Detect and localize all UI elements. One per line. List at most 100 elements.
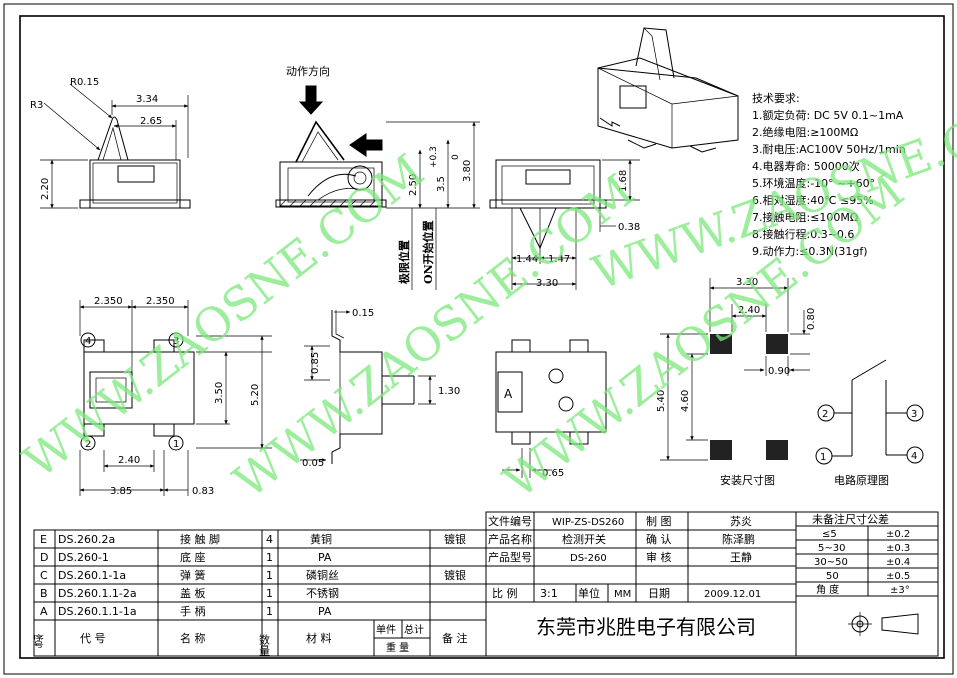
spec-item: 2.绝缘电阻:≥100MΩ — [752, 125, 858, 139]
company-name: 东莞市兆胜电子有限公司 — [536, 615, 756, 639]
part-material: 黄铜 — [310, 532, 332, 546]
outer-frame — [3, 3, 954, 675]
unit-value: MM — [614, 589, 631, 600]
pad — [766, 440, 788, 460]
body-mark-A: A — [504, 387, 513, 401]
tech-specs: 技术要求: 1.额定负荷: DC 5V 0.1~1mA 2.绝缘电阻:≥100M… — [752, 92, 906, 258]
part-material: 磷铜丝 — [306, 568, 339, 582]
front-view: 1.44 1.47 3.30 1.68 0.38 — [489, 159, 640, 290]
dim-015: 0.15 — [352, 308, 374, 319]
radius-015: R0.15 — [70, 77, 99, 88]
tolerance-value: ±0.4 — [886, 557, 910, 568]
part-code: DS.260.1.1-1a — [58, 605, 137, 618]
tolerance-value: ±0.5 — [886, 571, 910, 582]
limit-position-label: 极限位置 — [397, 240, 411, 284]
tolerance-range: 角 度 — [816, 583, 839, 596]
product-name-label: 产品名称 — [488, 532, 532, 546]
tolerance-range: 30~50 — [814, 557, 848, 568]
spec-item: 8.接触行程:0.3~0.6 — [752, 227, 854, 241]
dim-085: 0.85 — [310, 352, 321, 374]
projection-symbol-icon — [848, 612, 919, 636]
dim-038: 0.38 — [618, 222, 640, 233]
part-name: 盖 板 — [180, 586, 206, 600]
product-name: 检测开关 — [562, 532, 606, 546]
part-seq: A — [40, 605, 48, 618]
dim-220: 2.20 — [40, 178, 51, 200]
pin-3-label: 3 — [173, 336, 179, 347]
pad — [710, 440, 732, 460]
circuit-pin-4: 4 — [911, 451, 917, 462]
dim-080: 0.80 — [806, 308, 817, 330]
dim-330-front: 3.30 — [536, 278, 558, 289]
spec-item: 5.环境温度:-10° ~+60° — [752, 176, 875, 190]
dim-350: 3.50 — [214, 382, 225, 404]
dim-2350-right: 2.350 — [146, 296, 175, 307]
part-code: DS.260.2a — [58, 533, 115, 546]
action-view: 动作方向 2.50 — [275, 64, 480, 290]
tolerance-range: ≤5 — [822, 529, 837, 540]
doc-no-label: 文件编号 — [488, 514, 532, 528]
part-note: 镀银 — [444, 532, 466, 546]
dim-240-fp: 2.40 — [738, 305, 760, 316]
part-code: DS.260-1 — [58, 551, 109, 564]
specs-title: 技术要求: — [752, 92, 800, 105]
header-name: 名 称 — [180, 631, 206, 645]
dim-168: 1.68 — [618, 170, 629, 192]
tolerance-title: 未备注尺寸公差 — [812, 512, 889, 526]
dim-2350-left: 2.350 — [94, 296, 123, 307]
header-unit: 单件 — [376, 624, 396, 636]
watermark: WWW.ZAOSNE.COM — [224, 164, 644, 509]
model-value: DS-260 — [570, 553, 607, 564]
dim-005: 0.05 — [302, 458, 324, 469]
part-seq: C — [40, 569, 48, 582]
pin-2-label: 2 — [85, 439, 91, 450]
dim-065: 0.65 — [542, 468, 564, 479]
title-block: 文件编号 WIP-ZS-DS260 制 图 苏炎 产品名称 检测开关 确 认 陈… — [485, 511, 797, 657]
check-label: 审 核 — [646, 550, 672, 564]
dim-520: 5.20 — [250, 384, 261, 406]
isometric-view — [597, 27, 739, 153]
dim-tol-zero: 0 — [451, 154, 461, 160]
dim-385: 3.85 — [110, 486, 132, 497]
part-seq: B — [40, 587, 48, 600]
dim-265: 2.65 — [140, 116, 162, 127]
pin-1-label: 1 — [173, 439, 179, 450]
spec-item: 4.电器寿命: 50000次 — [752, 159, 860, 173]
dim-35: 3.5 — [436, 176, 447, 192]
dim-240-bottom: 2.40 — [118, 455, 140, 466]
part-code: DS.260.1-1a — [58, 569, 126, 582]
date-value: 2009.12.01 — [704, 589, 761, 600]
circuit-pin-1: 1 — [820, 452, 826, 463]
tolerance-range: 5~30 — [818, 543, 845, 554]
header-weight: 重 量 — [386, 641, 409, 654]
dim-144: 1.44 — [516, 254, 538, 265]
spec-item: 3.耐电压:AC100V 50Hz/1min — [752, 143, 906, 156]
unit-label: 单位 — [578, 586, 600, 600]
part-seq: E — [40, 533, 47, 546]
model-label: 产品型号 — [488, 550, 532, 564]
top-left-view: R0.15 R3 3.34 2.65 2.20 — [30, 77, 191, 209]
part-name: 手 柄 — [180, 604, 206, 618]
scale-value: 3:1 — [540, 587, 558, 600]
pad — [710, 334, 732, 354]
part-name: 接 触 脚 — [180, 532, 220, 546]
inner-frame — [19, 15, 945, 659]
spec-item: 1.额定负荷: DC 5V 0.1~1mA — [752, 108, 904, 122]
doc-no: WIP-ZS-DS260 — [552, 517, 624, 528]
dim-330-fp: 3.30 — [736, 277, 758, 288]
header-code: 代 号 — [80, 632, 106, 645]
circuit-diagram: 2 1 3 4 电路原理图 — [815, 359, 924, 487]
tolerance-value: ±3° — [890, 585, 910, 596]
tolerance-range: 50 — [826, 571, 839, 582]
header-material: 材 料 — [306, 631, 332, 645]
dim-147: 1.47 — [548, 254, 570, 265]
draw-label: 制 图 — [646, 515, 672, 528]
radius-3: R3 — [30, 100, 43, 111]
tolerance-value: ±0.2 — [886, 529, 910, 540]
action-direction-label: 动作方向 — [286, 64, 330, 78]
part-material: PA — [318, 605, 332, 618]
tolerance-table: 未备注尺寸公差 ≤5 ±0.2 5~30 ±0.3 30~50 ±0.4 50 … — [795, 511, 939, 657]
part-name: 弹 簧 — [180, 568, 206, 582]
spec-item: 6.相对湿度:40℃ ≤95% — [752, 193, 874, 207]
